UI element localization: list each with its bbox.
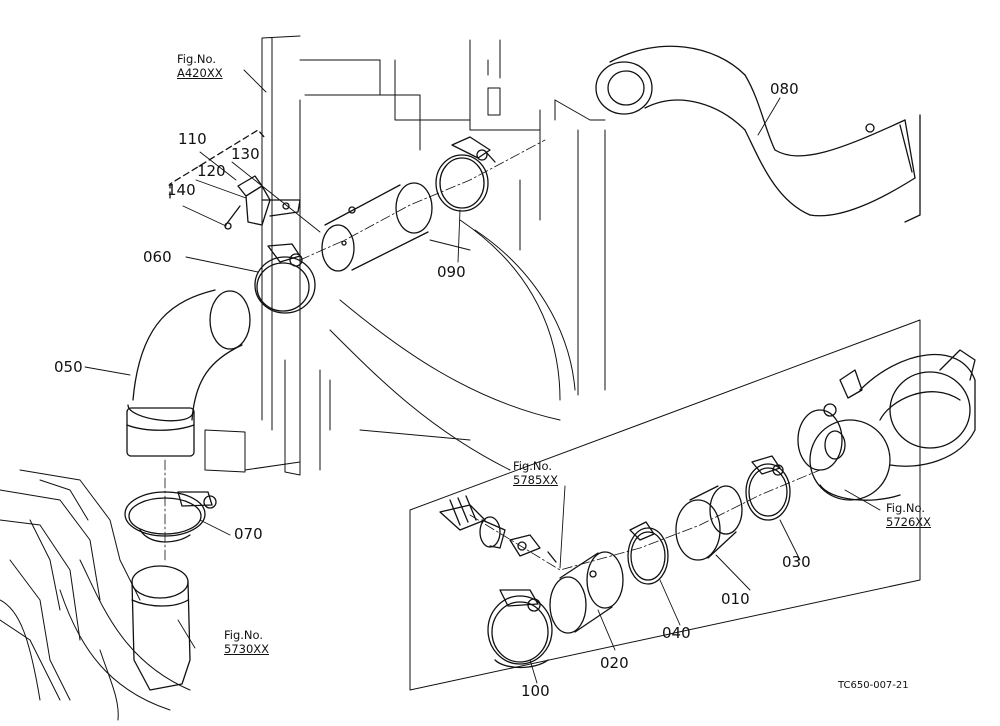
- part-label-050: 050: [54, 358, 83, 376]
- part-label-010: 010: [721, 590, 750, 608]
- figure-ref-number: A420XX: [177, 66, 223, 81]
- outlet-pipe-5730: [132, 566, 190, 690]
- turbocharger-5726: [798, 350, 975, 500]
- clamp-070: [125, 492, 216, 542]
- part-label-040: 040: [662, 624, 691, 642]
- elbow-050: [127, 290, 250, 456]
- leader-lines: [85, 70, 880, 683]
- figure-ref-number: 5785XX: [513, 473, 559, 488]
- pipe-130: [322, 183, 432, 271]
- part-label-020: 020: [600, 654, 629, 672]
- engine-lower-left: [0, 470, 190, 720]
- part-label-060: 060: [143, 248, 172, 266]
- clamp-030: [746, 456, 790, 520]
- part-label-030: 030: [782, 553, 811, 571]
- part-label-070: 070: [234, 525, 263, 543]
- part-label-090: 090: [437, 263, 466, 281]
- figure-ref-caption: Fig.No.: [177, 52, 217, 66]
- figure-ref-5730XX[interactable]: Fig.No. 5730XX: [224, 628, 269, 657]
- fitting-5785: [440, 496, 556, 562]
- figure-ref-5726XX[interactable]: Fig.No. 5726XX: [886, 501, 931, 530]
- lower-panel: [410, 320, 920, 690]
- pipe-020: [550, 552, 623, 633]
- part-label-080: 080: [770, 80, 799, 98]
- part-label-130: 130: [231, 145, 260, 163]
- figure-ref-5785XX[interactable]: Fig.No. 5785XX: [513, 459, 558, 488]
- group-110-bracket: [170, 130, 265, 198]
- figure-ref-number: 5726XX: [886, 515, 932, 530]
- clamp-100: [488, 590, 552, 668]
- part-label-120: 120: [197, 162, 226, 180]
- part-label-110: 110: [178, 130, 207, 148]
- radiator-frame: [205, 36, 605, 475]
- figure-ref-A420XX[interactable]: Fig.No. A420XX: [177, 52, 223, 81]
- figure-ref-caption: Fig.No.: [224, 628, 264, 642]
- part-label-100: 100: [521, 682, 550, 700]
- clamp-060: [255, 244, 315, 313]
- figure-ref-caption: Fig.No.: [886, 501, 926, 515]
- figure-ref-caption: Fig.No.: [513, 459, 553, 473]
- centerline: [470, 470, 820, 570]
- clamp-090: [436, 137, 495, 211]
- clamp-040: [628, 522, 668, 584]
- part-label-140: 140: [167, 181, 196, 199]
- drawing-code: TC650-007-21: [838, 680, 909, 691]
- figure-ref-number: 5730XX: [224, 642, 270, 657]
- pipe-080: [596, 46, 920, 222]
- hose-010: [676, 486, 742, 560]
